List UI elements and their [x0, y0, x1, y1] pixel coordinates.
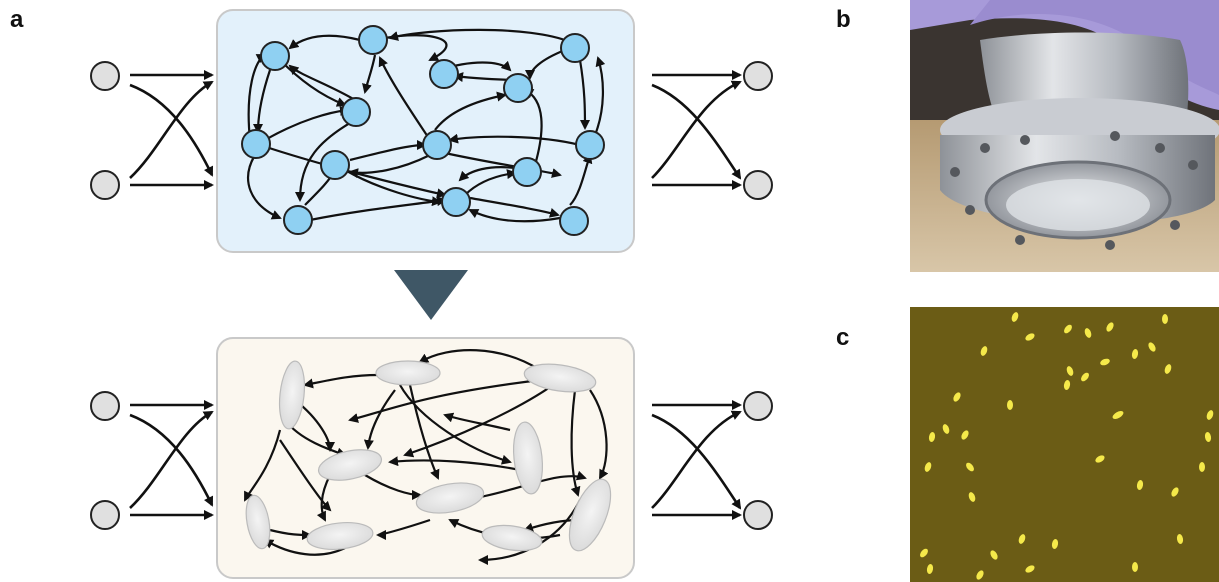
network-node	[429, 59, 459, 89]
network-node	[575, 130, 605, 160]
network-node	[320, 150, 350, 180]
paramecium-cell-icon	[523, 363, 597, 393]
output-node	[743, 391, 773, 421]
output-node	[743, 170, 773, 200]
input-node	[90, 391, 120, 421]
network-node	[422, 130, 452, 160]
paramecium-cell-icon	[245, 494, 271, 550]
output-connections-bottom	[651, 400, 742, 520]
paramecium-cell-icon	[306, 522, 374, 550]
panel-label-c: c	[836, 324, 850, 351]
network-node	[241, 129, 271, 159]
network-node	[512, 157, 542, 187]
panel-label-a: a	[10, 6, 24, 33]
paramecium-cell-icon	[415, 482, 485, 514]
paramecium-cell-icon	[278, 360, 306, 430]
input-connections-bottom	[129, 400, 214, 520]
output-node	[743, 500, 773, 530]
network-nodes	[241, 25, 605, 236]
network-node	[560, 33, 590, 63]
output-connections-top	[651, 70, 742, 190]
network-node	[358, 25, 388, 55]
network-node	[283, 205, 313, 235]
network-node	[441, 187, 471, 217]
output-node	[743, 61, 773, 91]
input-node	[90, 61, 120, 91]
input-node	[90, 500, 120, 530]
organism-cells	[245, 360, 612, 552]
paramecium-cell-icon	[375, 360, 441, 386]
chamber-photo	[910, 0, 1219, 272]
down-triangle-icon	[394, 270, 468, 320]
paramecium-cell-icon	[568, 478, 612, 552]
fluorescence-micrograph	[910, 307, 1219, 582]
paramecium-cell-icon	[512, 421, 544, 495]
panel-label-b: b	[836, 6, 851, 33]
network-node	[559, 206, 589, 236]
network-node	[503, 73, 533, 103]
network-node	[260, 41, 290, 71]
network-node	[341, 97, 371, 127]
input-node	[90, 170, 120, 200]
paramecium-cell-icon	[481, 524, 543, 552]
input-connections-top	[129, 70, 214, 190]
paramecium-cell-icon	[317, 449, 383, 481]
panel-a-diagram	[90, 9, 773, 579]
